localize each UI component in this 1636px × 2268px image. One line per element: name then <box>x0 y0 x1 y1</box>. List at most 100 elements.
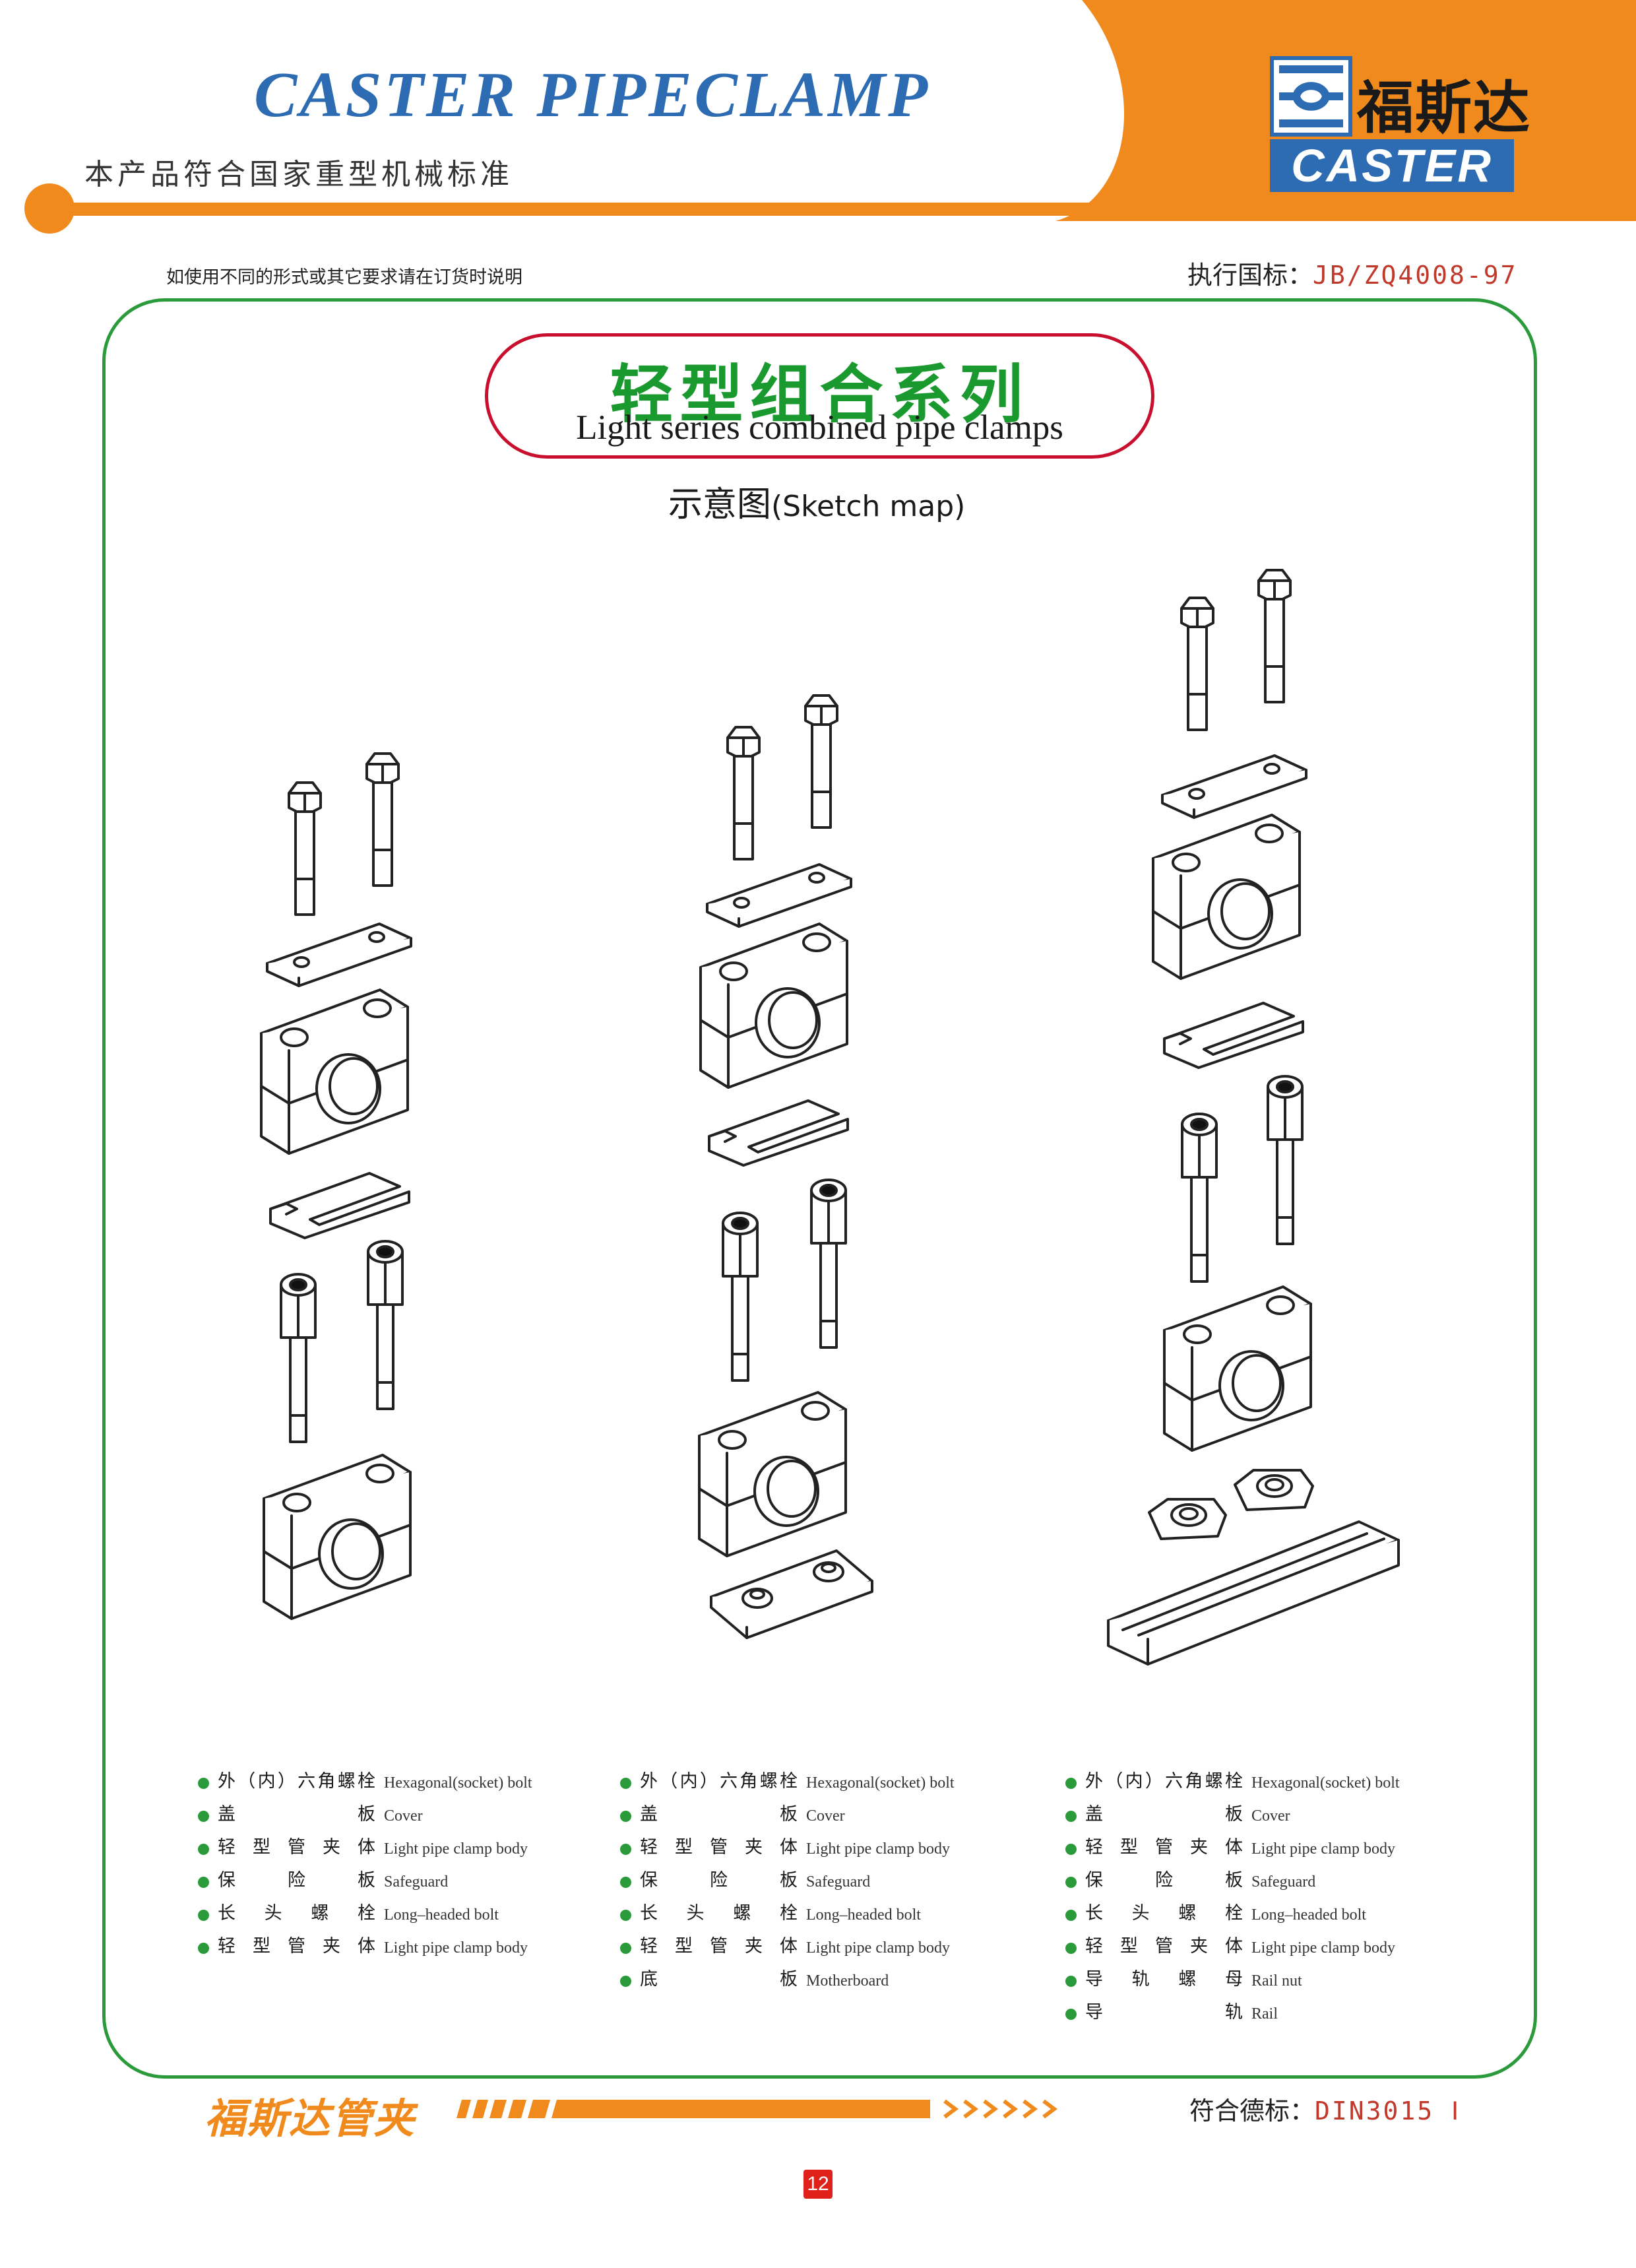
legend-bullet-icon <box>620 1844 631 1855</box>
legend-bullet-icon <box>1065 2009 1077 2020</box>
legend-item: 外（内）六角螺栓 Hexagonal(socket) bolt <box>198 1768 607 1801</box>
legend-item-cn: 长头螺栓 <box>640 1903 798 1924</box>
footer-brand: 福斯达管夹 <box>204 2094 416 2143</box>
legend-item: 盖板 Cover <box>620 1801 1029 1834</box>
legend-bullet-icon <box>1065 1778 1077 1789</box>
legend-item-cn: 长头螺栓 <box>218 1903 376 1924</box>
legend-item-cn: 盖板 <box>218 1804 376 1825</box>
legend-item: 轻型管夹体 Light pipe clamp body <box>198 1834 607 1867</box>
legend-item-cn: 保险板 <box>640 1870 798 1891</box>
legend-item: 保险板 Safeguard <box>198 1867 607 1900</box>
legend-column-1: 外（内）六角螺栓 Hexagonal(socket) bolt 盖板 Cover 轻… <box>198 1768 607 1966</box>
legend-item-cn: 轻型管夹体 <box>640 1837 798 1858</box>
legend-item-en: Long–headed bolt <box>806 1906 921 1924</box>
legend-item-cn: 轻型管夹体 <box>1085 1837 1243 1858</box>
legend-item: 长头螺栓 Long–headed bolt <box>198 1900 607 1933</box>
series-title-en: Light series combined pipe clamps <box>576 408 1063 447</box>
legend-bullet-icon <box>198 1811 209 1822</box>
legend-item-en: Cover <box>806 1807 845 1825</box>
legend-bullet-icon <box>620 1811 631 1822</box>
legend-column-2: 外（内）六角螺栓 Hexagonal(socket) bolt 盖板 Cover 轻… <box>620 1768 1029 1999</box>
legend-item-cn: 保险板 <box>218 1870 376 1891</box>
assembly-diagrams <box>260 569 1400 1666</box>
legend-item: 轻型管夹体 Light pipe clamp body <box>1065 1834 1474 1867</box>
legend-item-en: Light pipe clamp body <box>806 1939 950 1957</box>
series-title-cn: 轻型组合系列 <box>610 358 1030 432</box>
legend-item-en: Light pipe clamp body <box>1251 1840 1395 1858</box>
legend-item-cn: 轻型管夹体 <box>218 1837 376 1858</box>
legend-bullet-icon <box>198 1943 209 1954</box>
din-standard-code: DIN3015 Ⅰ <box>1315 2096 1461 2125</box>
legend-item-en: Safeguard <box>1251 1873 1316 1891</box>
legend-item-cn: 轻型管夹体 <box>640 1936 798 1957</box>
legend-bullet-icon <box>1065 1811 1077 1822</box>
legend-item: 外（内）六角螺栓 Hexagonal(socket) bolt <box>620 1768 1029 1801</box>
legend-bullet-icon <box>620 1877 631 1888</box>
legend-item-en: Motherboard <box>806 1972 889 1990</box>
legend-item: 盖板 Cover <box>198 1801 607 1834</box>
order-note: 如使用不同的形式或其它要求请在订货时说明 <box>166 267 522 288</box>
legend-item: 保险板 Safeguard <box>1065 1867 1474 1900</box>
din-standard: 符合德标：DIN3015 Ⅰ <box>1189 2090 1461 2127</box>
legend-item-en: Safeguard <box>806 1873 871 1891</box>
legend-item-en: Cover <box>384 1807 423 1825</box>
legend-item-en: Safeguard <box>384 1873 449 1891</box>
legend-item-cn: 保险板 <box>1085 1870 1243 1891</box>
sketch-map-label: 示意图(Sketch map) <box>668 476 965 526</box>
legend-item-en: Cover <box>1251 1807 1290 1825</box>
legend-item: 轻型管夹体 Light pipe clamp body <box>620 1933 1029 1966</box>
legend-bullet-icon <box>1065 1943 1077 1954</box>
legend-item: 轻型管夹体 Light pipe clamp body <box>1065 1933 1474 1966</box>
legend-bullet-icon <box>620 1976 631 1987</box>
legend-bullet-icon <box>198 1844 209 1855</box>
legend-item-en: Light pipe clamp body <box>1251 1939 1395 1957</box>
legend-item: 长头螺栓 Long–headed bolt <box>620 1900 1029 1933</box>
execution-standard: 执行国标：JB/ZQ4008-97 <box>1187 255 1518 291</box>
legend-bullet-icon <box>198 1778 209 1789</box>
legend-item-cn: 导轨 <box>1085 2002 1243 2023</box>
legend-item-en: Light pipe clamp body <box>384 1840 528 1858</box>
execution-standard-label: 执行国标： <box>1187 261 1313 290</box>
legend-bullet-icon <box>198 1877 209 1888</box>
legend-item-en: Long–headed bolt <box>384 1906 499 1924</box>
caster-logo: 福斯达 CASTER <box>1270 56 1530 195</box>
national-standard-note: 本产品符合国家重型机械标准 <box>84 158 513 191</box>
legend-item-cn: 盖板 <box>1085 1804 1243 1825</box>
legend-bullet-icon <box>1065 1910 1077 1921</box>
legend-bullet-icon <box>620 1943 631 1954</box>
sketch-label-cn: 示意图 <box>668 485 772 525</box>
legend-bullet-icon <box>1065 1877 1077 1888</box>
legend-item-cn: 外（内）六角螺栓 <box>640 1771 798 1792</box>
page-number: 12 <box>803 2170 833 2199</box>
legend-item: 盖板 Cover <box>1065 1801 1474 1834</box>
legend-item-cn: 盖板 <box>640 1804 798 1825</box>
legend-item-cn: 底板 <box>640 1969 798 1990</box>
legend-bullet-icon <box>620 1910 631 1921</box>
header-title: CASTER PIPECLAMP <box>254 59 931 131</box>
logo-english-text: CASTER <box>1270 139 1514 192</box>
series-title-badge: 轻型组合系列 Light series combined pipe clamps <box>485 333 1154 459</box>
legend-item-en: Hexagonal(socket) bolt <box>384 1774 532 1792</box>
legend-item-en: Hexagonal(socket) bolt <box>806 1774 955 1792</box>
legend-item-en: Light pipe clamp body <box>384 1939 528 1957</box>
legend-item: 轻型管夹体 Light pipe clamp body <box>620 1834 1029 1867</box>
legend-item-cn: 外（内）六角螺栓 <box>1085 1771 1243 1792</box>
legend-item-cn: 导轨螺母 <box>1085 1969 1243 1990</box>
logo-emblem-icon <box>1270 56 1352 137</box>
legend-item: 保险板 Safeguard <box>620 1867 1029 1900</box>
legend-item-cn: 长头螺栓 <box>1085 1903 1243 1924</box>
legend-item: 外（内）六角螺栓 Hexagonal(socket) bolt <box>1065 1768 1474 1801</box>
legend-item-en: Rail nut <box>1251 1972 1302 1990</box>
legend-item-en: Light pipe clamp body <box>806 1840 950 1858</box>
legend-bullet-icon <box>1065 1844 1077 1855</box>
legend-column-3: 外（内）六角螺栓 Hexagonal(socket) bolt 盖板 Cover 轻… <box>1065 1768 1474 2032</box>
legend-item-cn: 轻型管夹体 <box>1085 1936 1243 1957</box>
legend-bullet-icon <box>198 1910 209 1921</box>
legend-item-cn: 外（内）六角螺栓 <box>218 1771 376 1792</box>
legend-item-en: Hexagonal(socket) bolt <box>1251 1774 1400 1792</box>
content-frame <box>102 298 1537 2079</box>
footer-decorative-bar <box>456 2099 1057 2119</box>
